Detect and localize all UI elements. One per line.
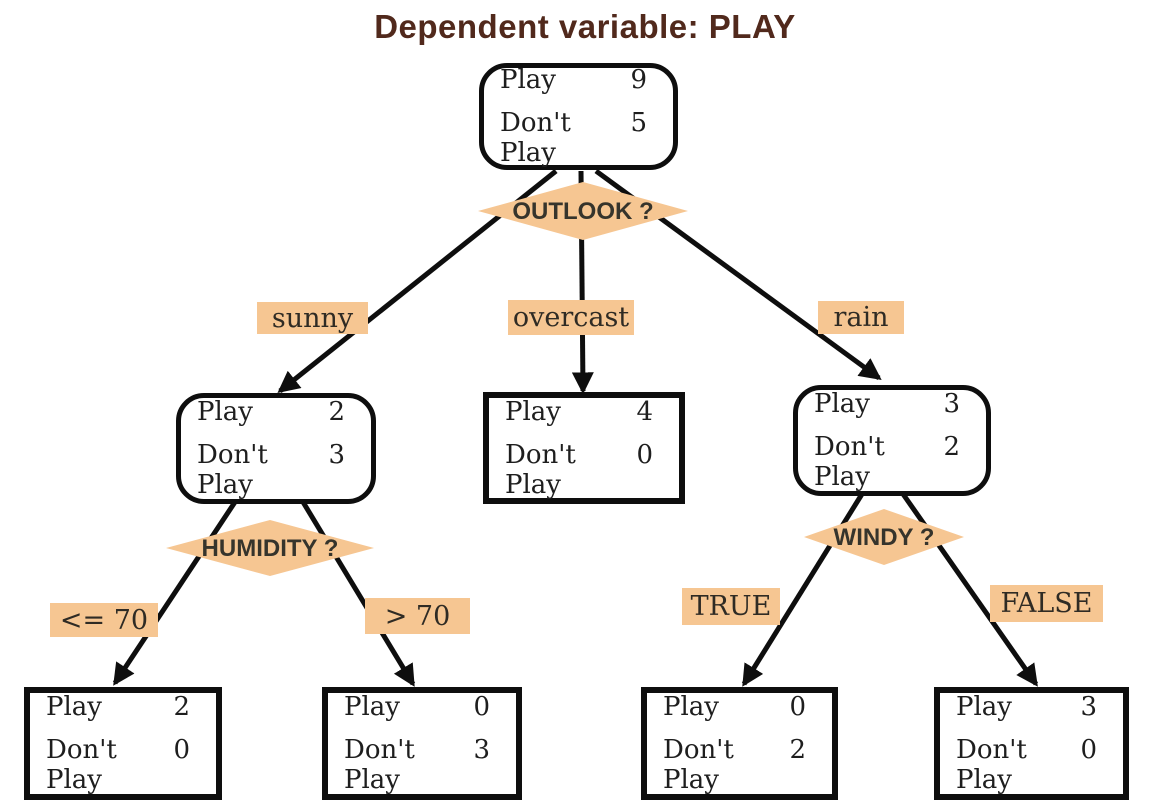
class-count: 3 — [943, 389, 960, 419]
class-count: 3 — [473, 735, 490, 765]
class-label: Play — [505, 396, 561, 427]
decision-diamond-outlook — [478, 182, 688, 240]
class-label: Play — [956, 692, 1012, 722]
class-label: Play — [46, 692, 102, 722]
decision-label-windy: WINDY ? — [833, 524, 935, 551]
class-count: 0 — [636, 439, 653, 470]
class-label: Don't Play — [814, 432, 885, 492]
class-count-row: Play 0 — [663, 692, 806, 722]
class-count: 0 — [173, 735, 190, 765]
leaf-windy-false: Play 3 Don't Play 0 — [934, 687, 1129, 800]
node-sunny: Play 2 Don't Play 3 — [176, 393, 376, 504]
branch-label-rain: rain — [818, 301, 904, 334]
node-root: Play 9 Don't Play 5 — [479, 63, 678, 170]
class-count-row: Play 0 — [344, 692, 490, 722]
class-label: Play — [197, 397, 253, 427]
class-count-row: Don't Play 5 — [500, 108, 647, 168]
decision-diamond-humidity — [166, 520, 374, 576]
class-count-row: Play 3 — [956, 692, 1097, 722]
leaf-overcast: Play 4 Don't Play 0 — [483, 392, 685, 504]
leaf-humidity-gt70: Play 0 Don't Play 3 — [322, 687, 522, 800]
class-count-row: Don't Play 2 — [814, 432, 960, 492]
branch-label-overcast: overcast — [508, 300, 634, 335]
decision-diamond-windy — [804, 509, 964, 565]
class-count: 9 — [630, 65, 647, 95]
class-count: 2 — [789, 735, 806, 765]
class-label: Play — [814, 389, 870, 419]
node-rain: Play 3 Don't Play 2 — [793, 385, 991, 496]
class-count: 0 — [789, 692, 806, 722]
leaf-windy-true: Play 0 Don't Play 2 — [641, 687, 838, 800]
class-count-row: Play 3 — [814, 389, 960, 419]
class-count-row: Play 2 — [46, 692, 190, 722]
branch-label-windy-true: TRUE — [682, 588, 780, 625]
class-count-row: Play 9 — [500, 65, 647, 95]
class-label: Don't Play — [197, 440, 268, 500]
branch-label-humidity-le70: <= 70 — [50, 603, 158, 637]
edge-humidity-le70 — [112, 500, 238, 686]
leaf-humidity-le70: Play 2 Don't Play 0 — [24, 687, 222, 800]
class-count: 2 — [943, 432, 960, 462]
class-count-row: Don't Play 3 — [344, 735, 490, 795]
branch-label-sunny: sunny — [257, 302, 368, 334]
class-label: Don't Play — [46, 735, 117, 795]
class-count-row: Play 2 — [197, 397, 345, 427]
class-label: Play — [344, 692, 400, 722]
class-count: 2 — [328, 397, 345, 427]
class-count: 4 — [636, 396, 653, 427]
class-count: 3 — [1080, 692, 1097, 722]
class-count: 5 — [630, 108, 647, 138]
class-label: Don't Play — [344, 735, 415, 795]
class-label: Don't Play — [505, 439, 576, 500]
diagram-title: Dependent variable: PLAY — [374, 8, 796, 45]
class-count: 0 — [1080, 735, 1097, 765]
class-count: 2 — [173, 692, 190, 722]
class-count-row: Don't Play 2 — [663, 735, 806, 795]
class-label: Don't Play — [663, 735, 734, 795]
class-label: Don't Play — [956, 735, 1027, 795]
class-label: Play — [663, 692, 719, 722]
class-count: 3 — [328, 440, 345, 470]
decision-label-humidity: HUMIDITY ? — [201, 535, 339, 562]
branch-label-humidity-gt70: > 70 — [365, 598, 470, 634]
class-label: Play — [500, 65, 556, 95]
class-count-row: Don't Play 0 — [46, 735, 190, 795]
branch-label-windy-false: FALSE — [990, 585, 1103, 622]
decision-label-outlook: OUTLOOK ? — [512, 198, 654, 225]
class-count-row: Play 4 — [505, 397, 653, 427]
class-count-row: Don't Play 0 — [505, 440, 653, 500]
class-count: 0 — [473, 692, 490, 722]
edge-humidity-gt70 — [300, 500, 416, 687]
class-count-row: Don't Play 3 — [197, 440, 345, 500]
class-count-row: Don't Play 0 — [956, 735, 1097, 795]
class-label: Don't Play — [500, 108, 571, 168]
